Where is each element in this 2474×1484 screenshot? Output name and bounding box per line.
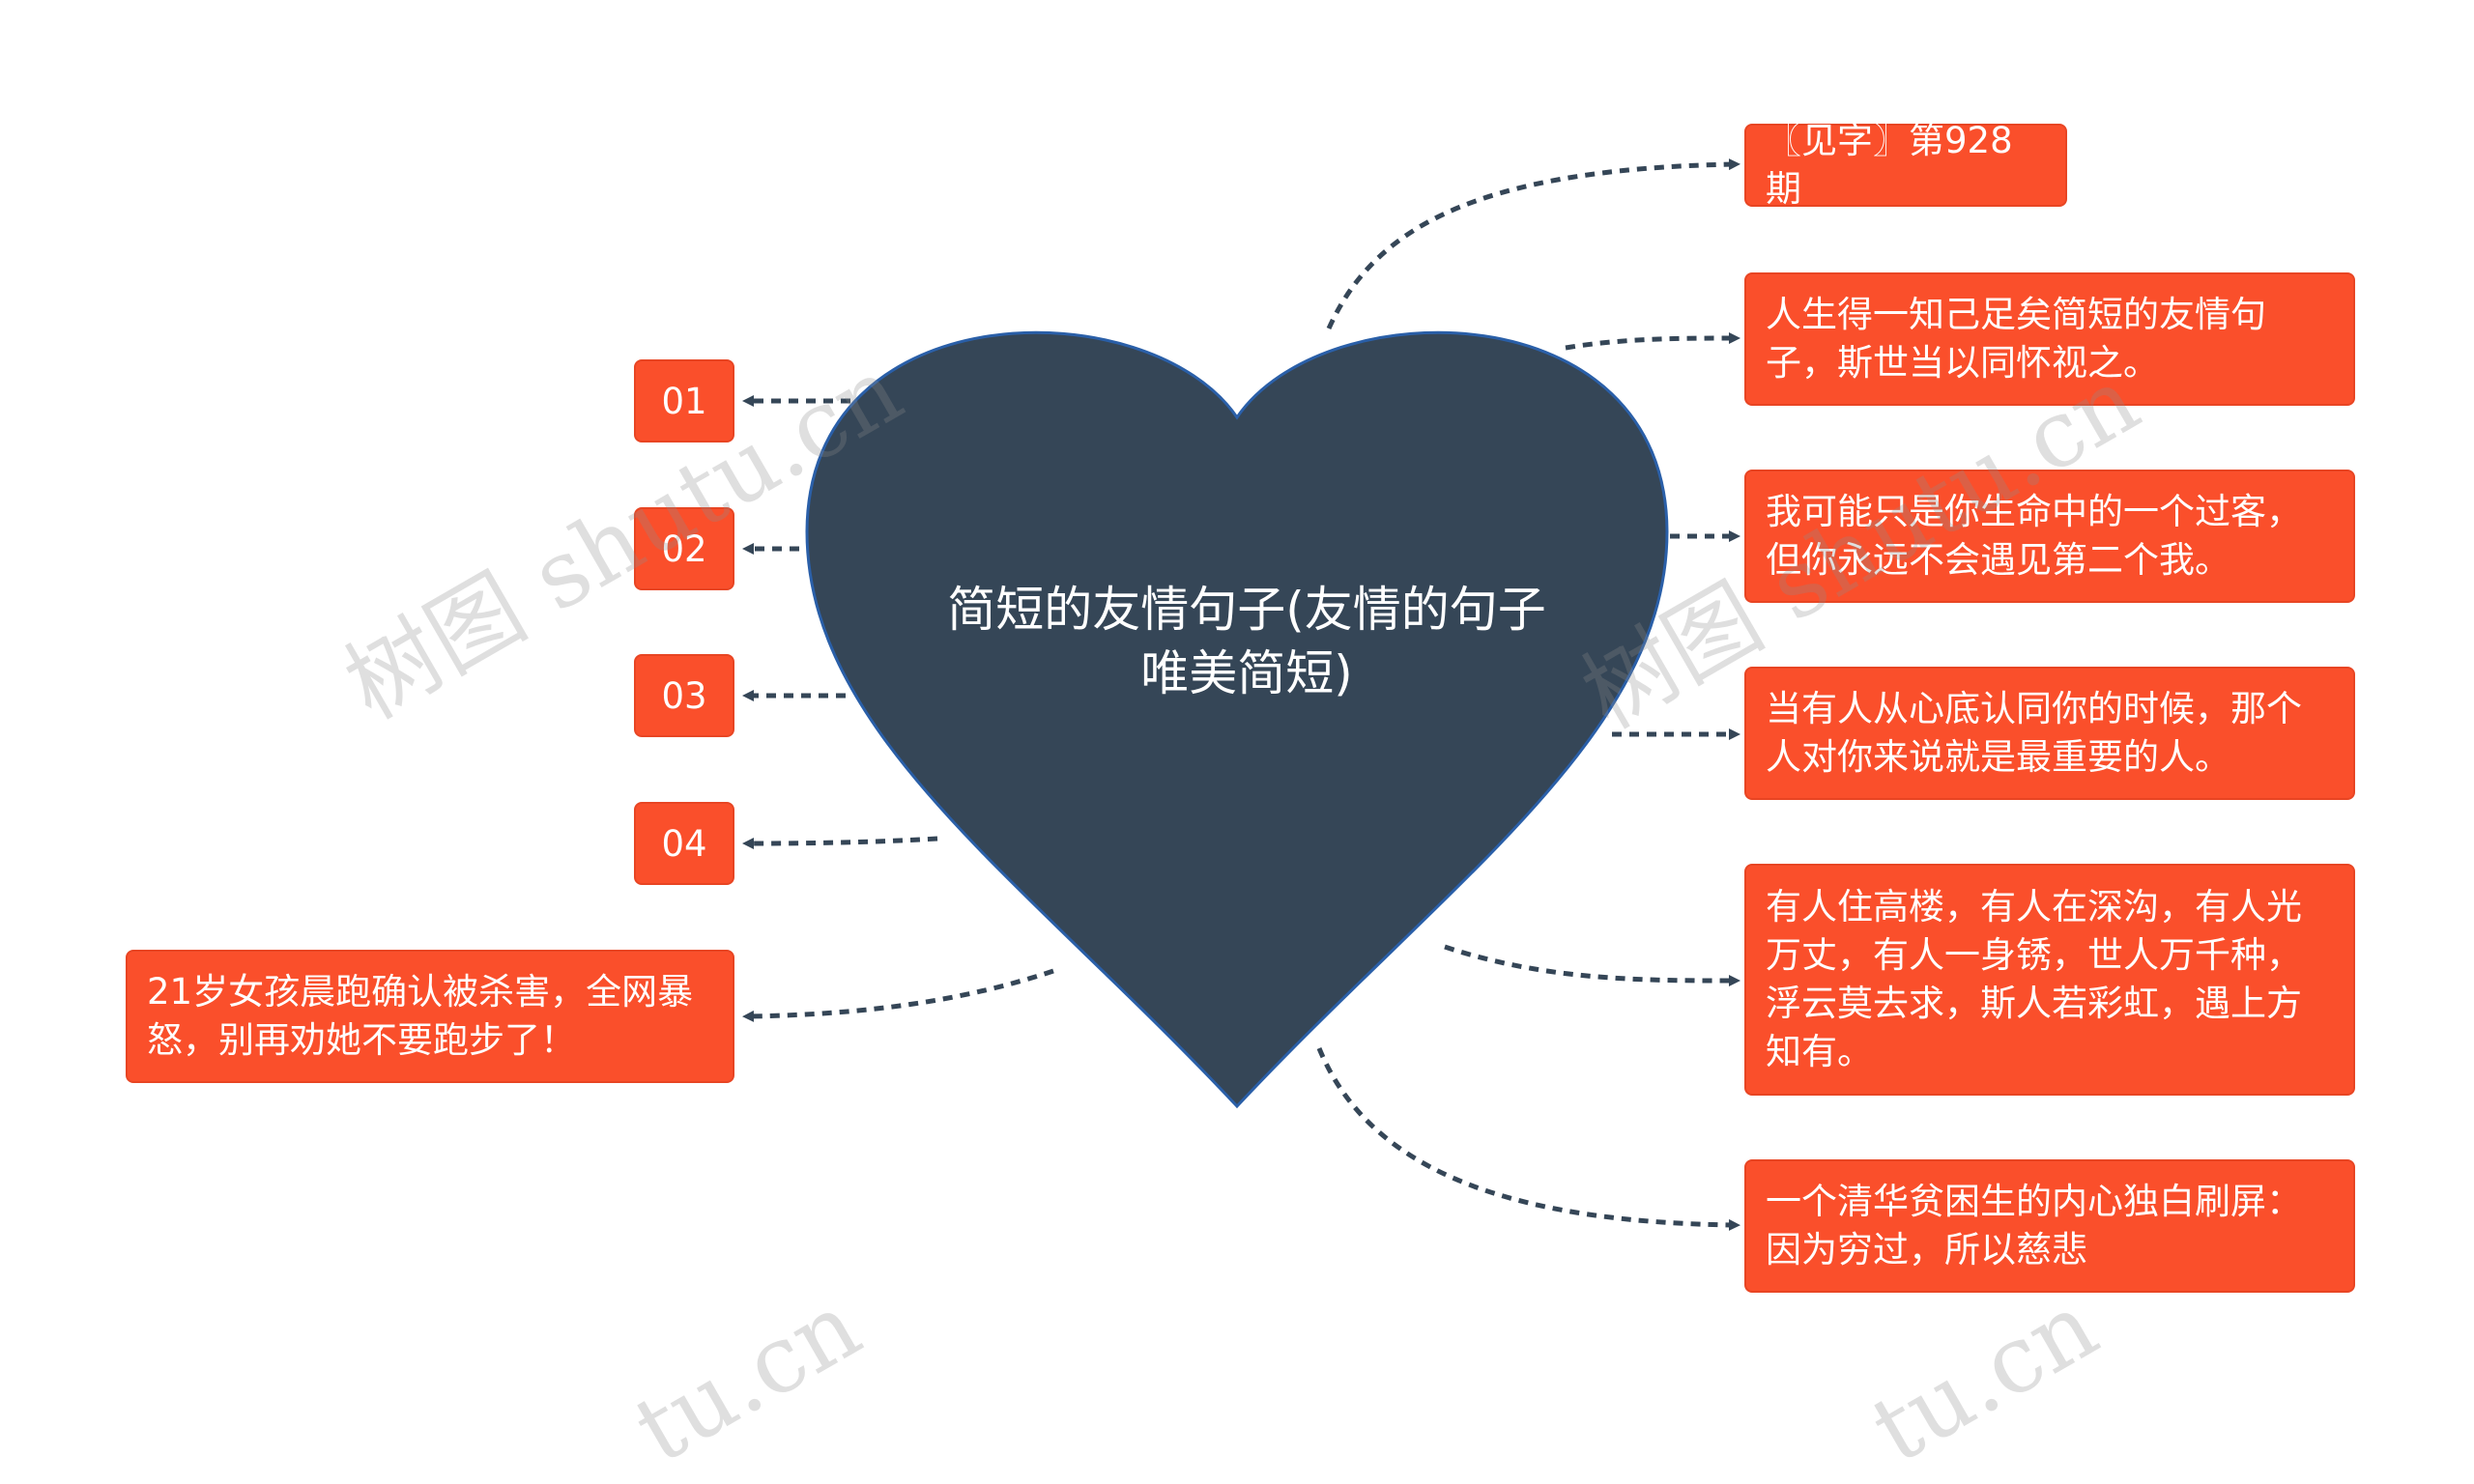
right-node-2[interactable]: 人生得一知己足矣简短的友情句子，斯世当以同怀视之。 xyxy=(1744,272,2355,406)
left-node-01[interactable]: 01 xyxy=(634,359,734,442)
central-heart-shape xyxy=(805,330,1669,1109)
left-node-news-label: 21岁女孩晨跑确认被杀害，全网暴怒，别再劝她不要跑步了！ xyxy=(147,971,694,1061)
connector-right-2 xyxy=(1565,332,1740,351)
connector-right-6 xyxy=(1316,1047,1740,1231)
right-node-1-label: 〖见字〗第928期 xyxy=(1766,120,2013,210)
mind-map-canvas xyxy=(742,158,1740,1231)
connector-left-04 xyxy=(742,836,938,849)
right-node-5-label: 有人住高楼，有人在深沟，有人光万丈，有人一身锈，世人万千种，浮云莫去求，斯人若彩… xyxy=(1766,886,2302,1072)
right-node-6-label: 一个清华贫困生的内心独白刷屏：因为穷过，所以慈悲 xyxy=(1766,1181,2302,1270)
right-node-1[interactable]: 〖见字〗第928期 xyxy=(1744,120,2067,210)
right-node-4[interactable]: 当有人从心底认同你的时候，那个人对你来说就是最重要的人。 xyxy=(1744,667,2355,800)
right-node-4-label: 当有人从心底认同你的时候，那个人对你来说就是最重要的人。 xyxy=(1766,688,2302,778)
central-topic-text: 简短的友情句子(友情的句子唯美简短) xyxy=(947,582,1546,701)
right-node-2-label: 人生得一知己足矣简短的友情句子，斯世当以同怀视之。 xyxy=(1766,294,2266,384)
left-node-02[interactable]: 02 xyxy=(634,507,734,590)
right-node-3-label: 我可能只是你生命中的一个过客，但你永远不会遇见第二个我。 xyxy=(1766,491,2302,581)
connector-left-5 xyxy=(742,968,1054,1022)
left-node-04[interactable]: 04 xyxy=(634,802,734,885)
right-node-6[interactable]: 一个清华贫困生的内心独白刷屏：因为穷过，所以慈悲 xyxy=(1744,1159,2355,1293)
right-node-5[interactable]: 有人住高楼，有人在深沟，有人光万丈，有人一身锈，世人万千种，浮云莫去求，斯人若彩… xyxy=(1744,864,2355,1096)
left-node-02-label: 02 xyxy=(661,528,707,570)
connector-right-5 xyxy=(1444,944,1740,986)
left-node-04-label: 04 xyxy=(661,822,707,865)
connector-right-1 xyxy=(1326,158,1740,330)
left-node-03-label: 03 xyxy=(661,674,707,717)
central-topic-label: 简短的友情句子(友情的句子唯美简短) xyxy=(947,578,1546,705)
right-node-3[interactable]: 我可能只是你生命中的一个过客，但你永远不会遇见第二个我。 xyxy=(1744,470,2355,603)
left-node-news[interactable]: 21岁女孩晨跑确认被杀害，全网暴怒，别再劝她不要跑步了！ xyxy=(126,950,734,1083)
left-node-03[interactable]: 03 xyxy=(634,654,734,737)
left-node-01-label: 01 xyxy=(661,380,707,422)
